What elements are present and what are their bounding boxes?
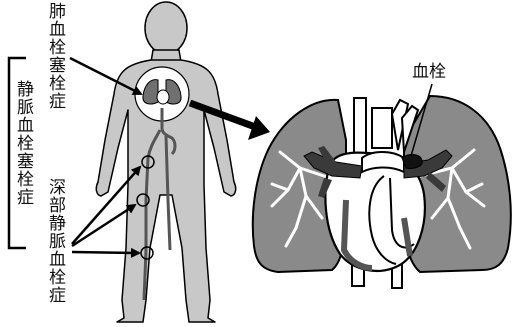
label-thrombus: 血栓 (412, 64, 446, 81)
label-deep-vein-thrombosis: 深部静脈血栓症 (46, 178, 63, 304)
label-venous-thromboembolism: 静脈血栓塞栓症 (14, 80, 31, 206)
label-pulmonary-embolism: 肺血栓塞栓症 (46, 2, 63, 110)
